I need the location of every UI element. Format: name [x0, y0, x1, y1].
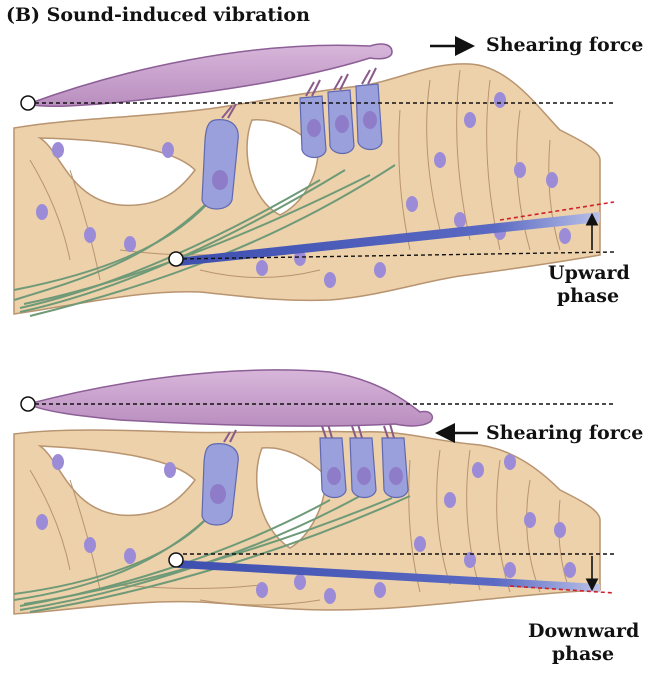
- outer-hair-cells: [299, 83, 383, 159]
- figure-title: (B) Sound-induced vibration: [6, 4, 310, 26]
- basilar-membrane: [176, 212, 600, 266]
- basilar-pivot: [168, 251, 184, 267]
- shearing-force-label-bottom: Shearing force: [486, 422, 644, 444]
- basilar-membrane: [176, 560, 600, 592]
- phase-label-line-1: Downward: [528, 620, 640, 642]
- inner-hair-cell: [201, 443, 239, 526]
- upward-phase-label: Upward phase: [548, 262, 630, 308]
- panel-upward: [13, 36, 615, 317]
- phase-label-line-1: Upward: [548, 262, 630, 284]
- basilar-pivot: [168, 552, 184, 568]
- basilar-reference-line: [175, 251, 615, 260]
- phase-label-line-2: phase: [551, 643, 615, 665]
- stereocilia: [223, 423, 395, 443]
- tectorial-pivot: [20, 396, 36, 412]
- panel-downward: [13, 369, 615, 615]
- inner-hair-cell: [201, 119, 239, 210]
- displaced-membrane-line: [509, 585, 615, 594]
- inner-sulcus: [37, 137, 196, 207]
- tunnel-of-corti: [255, 447, 327, 549]
- phase-label-line-2: phase: [556, 285, 620, 307]
- tectorial-membrane: [25, 43, 393, 108]
- outer-hair-cells: [319, 437, 409, 499]
- tectorial-membrane: [25, 369, 434, 427]
- inner-sulcus: [37, 445, 196, 517]
- downward-phase-label: Downward phase: [528, 620, 640, 666]
- displaced-membrane-line: [499, 201, 615, 221]
- cell-nuclei: [36, 92, 571, 288]
- tectorial-pivot: [20, 95, 36, 111]
- stereocilia: [221, 67, 377, 119]
- cell-nuclei: [36, 454, 576, 604]
- shearing-force-label-top: Shearing force: [486, 34, 644, 56]
